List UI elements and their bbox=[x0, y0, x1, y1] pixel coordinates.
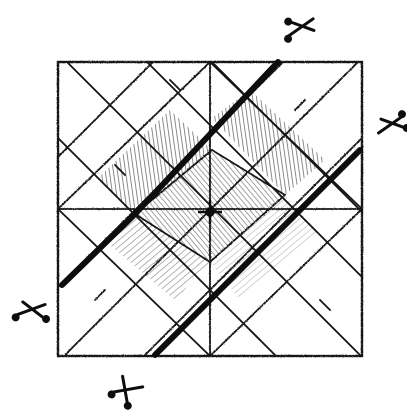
fold-line-inner bbox=[209, 194, 286, 263]
fold-tick bbox=[94, 289, 106, 301]
scissors-icon bbox=[284, 17, 316, 43]
cut-line-upper bbox=[132, 59, 281, 217]
fold-tick bbox=[114, 164, 126, 176]
fold-line-diagonal bbox=[57, 61, 154, 158]
fold-line-diamond bbox=[57, 61, 211, 210]
scissors-icon bbox=[377, 110, 407, 135]
fold-tick bbox=[169, 79, 181, 91]
fold-line-diamond bbox=[57, 208, 211, 357]
scissors-icon bbox=[107, 374, 145, 410]
paper-outline bbox=[56, 60, 364, 358]
fold-line-diagonal bbox=[146, 61, 363, 278]
shaded-region-lower-left bbox=[110, 214, 210, 300]
fold-line-inner bbox=[134, 213, 211, 263]
scissors-icon bbox=[11, 300, 51, 324]
fold-tick bbox=[319, 299, 331, 311]
cut-line-upper-right bbox=[152, 147, 363, 358]
fold-line-diagonal bbox=[211, 61, 363, 213]
fold-tick bbox=[249, 329, 261, 341]
cut-lines bbox=[59, 59, 363, 358]
cut-line-lower-left bbox=[59, 211, 138, 288]
center-mark bbox=[198, 200, 222, 224]
shaded-region-upper-left bbox=[98, 110, 212, 214]
fold-tick bbox=[294, 99, 306, 111]
fold-line-diagonal bbox=[57, 137, 277, 357]
fold-line-diamond bbox=[209, 208, 363, 357]
shaded-regions bbox=[98, 90, 325, 300]
shaded-region-upper-right bbox=[212, 90, 325, 195]
fold-line-inner bbox=[211, 149, 286, 196]
